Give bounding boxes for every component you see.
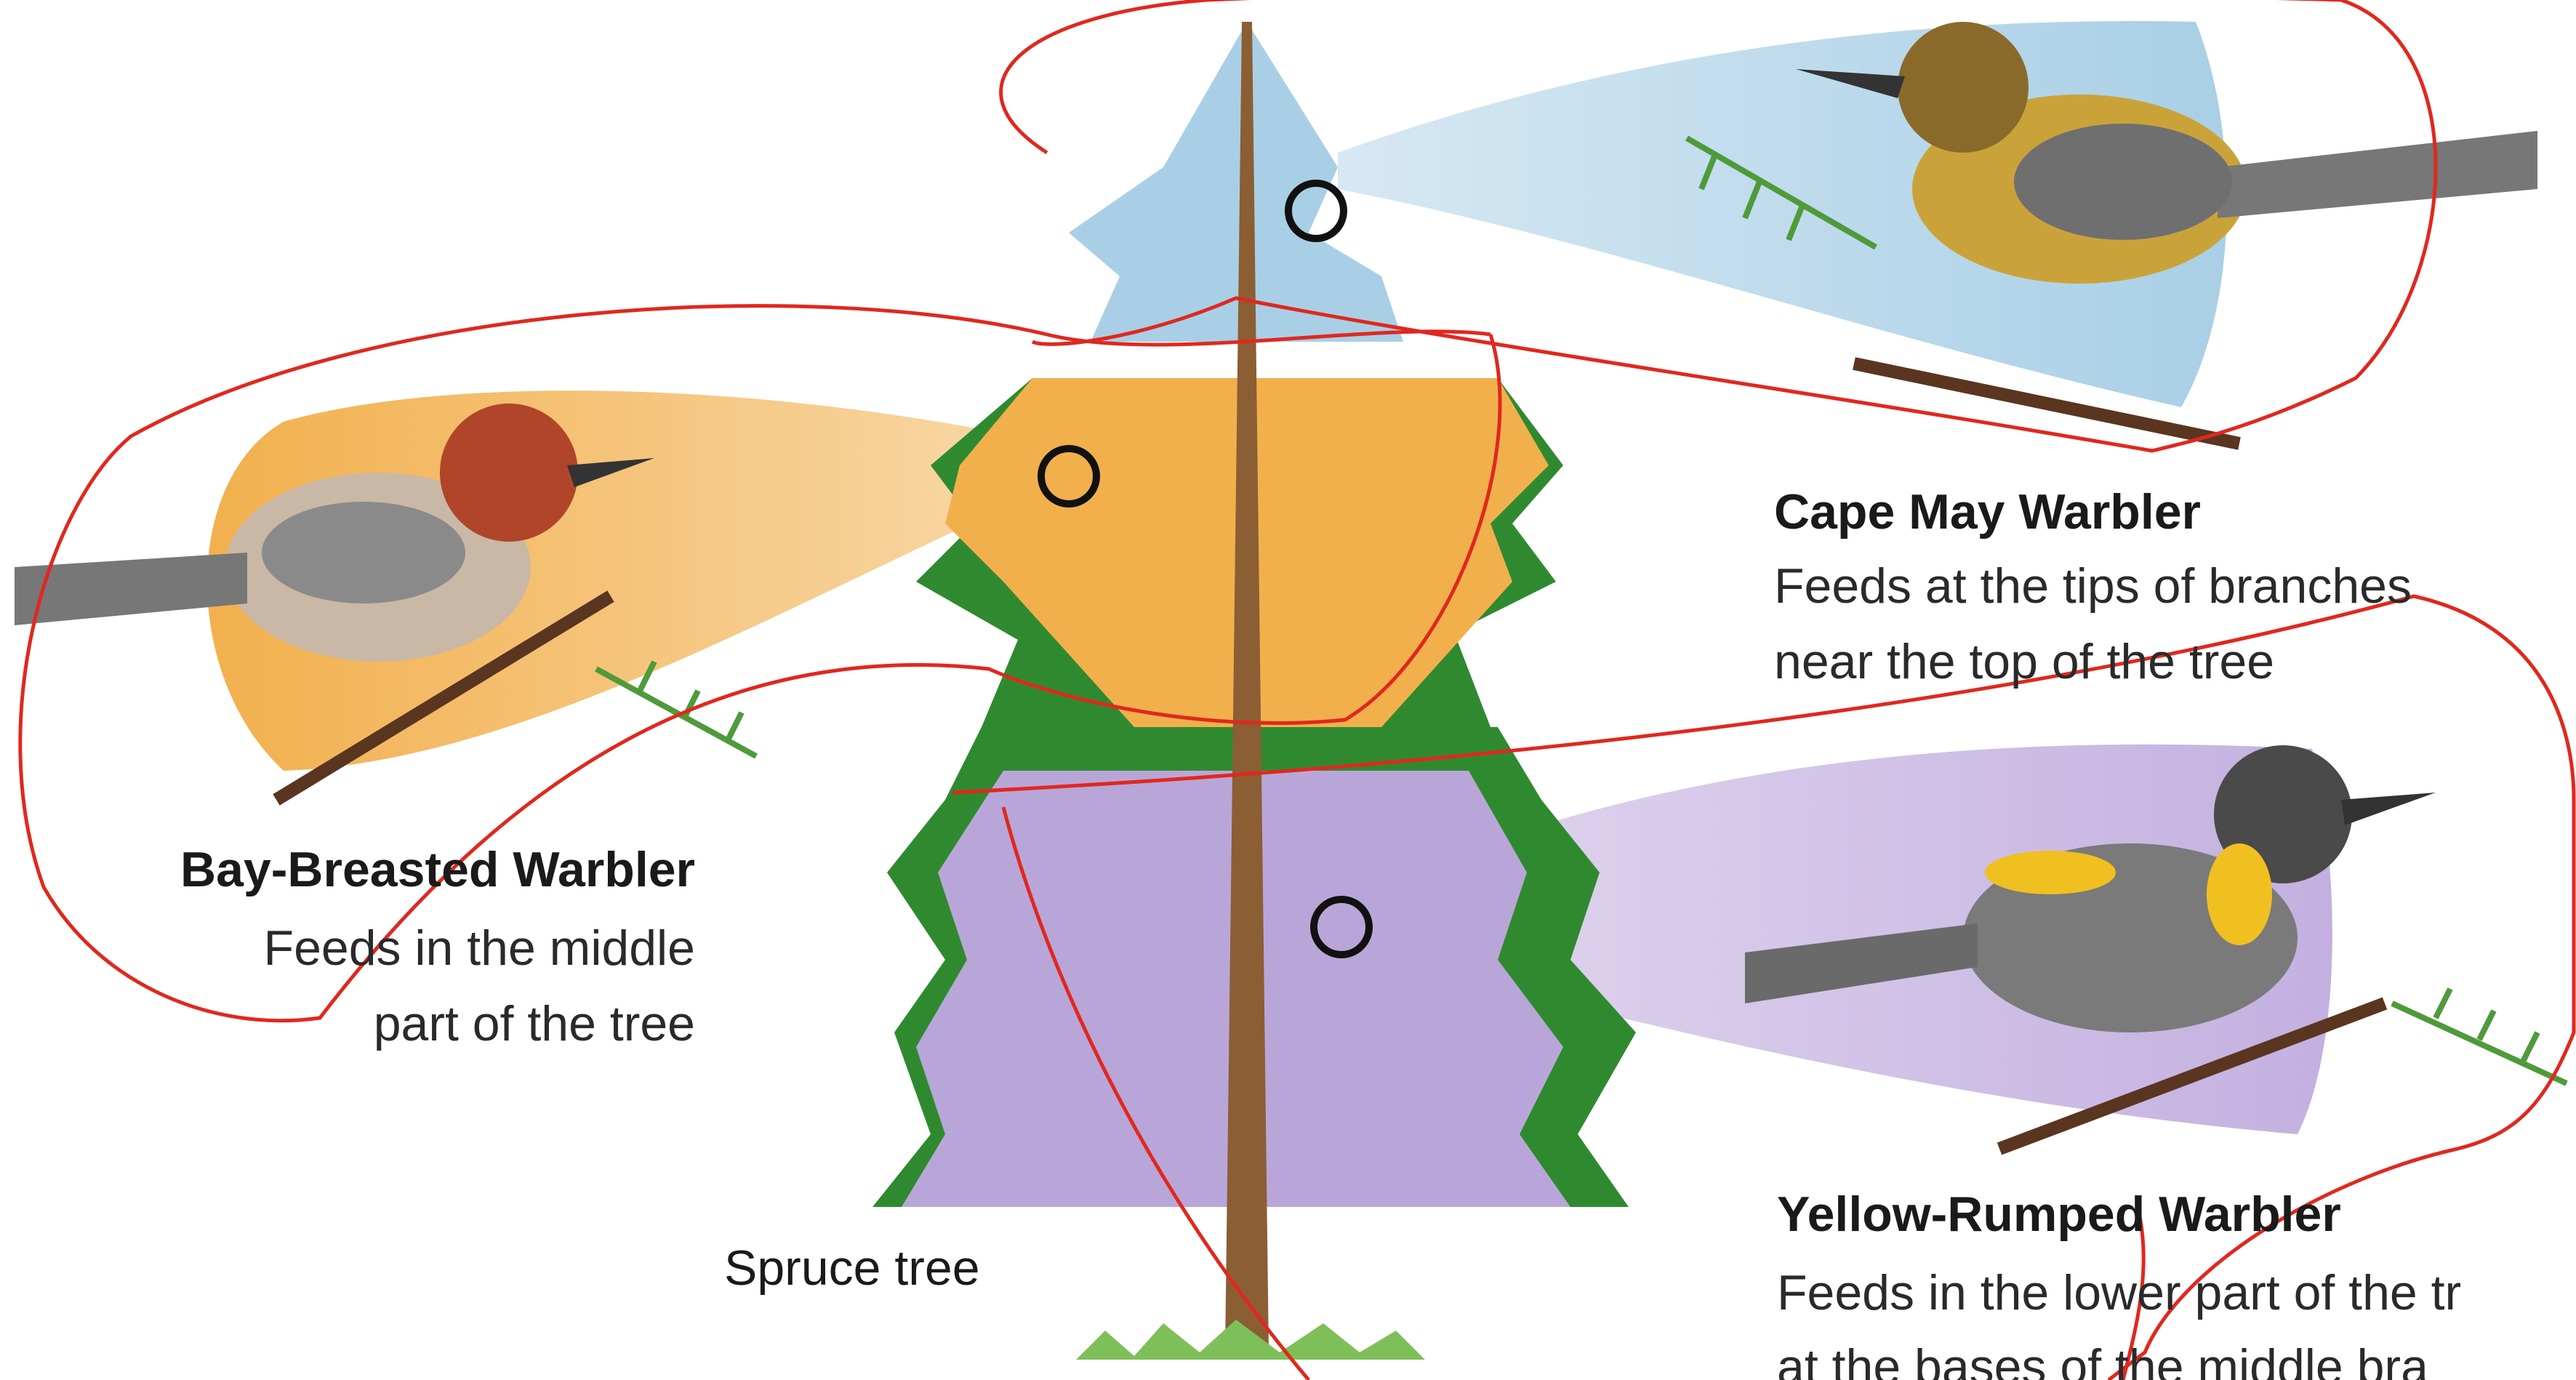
spruce-tree-label: Spruce tree: [724, 1239, 980, 1297]
cape-may-warbler-name: Cape May Warbler: [1774, 483, 2201, 541]
cape-may-warbler-description-line-1: Feeds at the tips of branches: [1774, 548, 2412, 624]
bay-breasted-warbler-description-line-2: part of the tree: [374, 986, 695, 1062]
bay-breasted-warbler-name: Bay-Breasted Warbler: [180, 841, 695, 899]
bay-breasted-warbler-description-line-1: Feeds in the middle: [264, 910, 695, 986]
yellow-rumped-warbler-description-line-1: Feeds in the lower part of the tr: [1777, 1255, 2576, 1331]
yellow-rumped-warbler-name: Yellow-Rumped Warbler: [1777, 1185, 2341, 1243]
cape-may-warbler-description-line-2: near the top of the tree: [1774, 624, 2274, 699]
yellow-rumped-warbler-description-line-2: at the bases of the middle bra: [1777, 1329, 2576, 1380]
